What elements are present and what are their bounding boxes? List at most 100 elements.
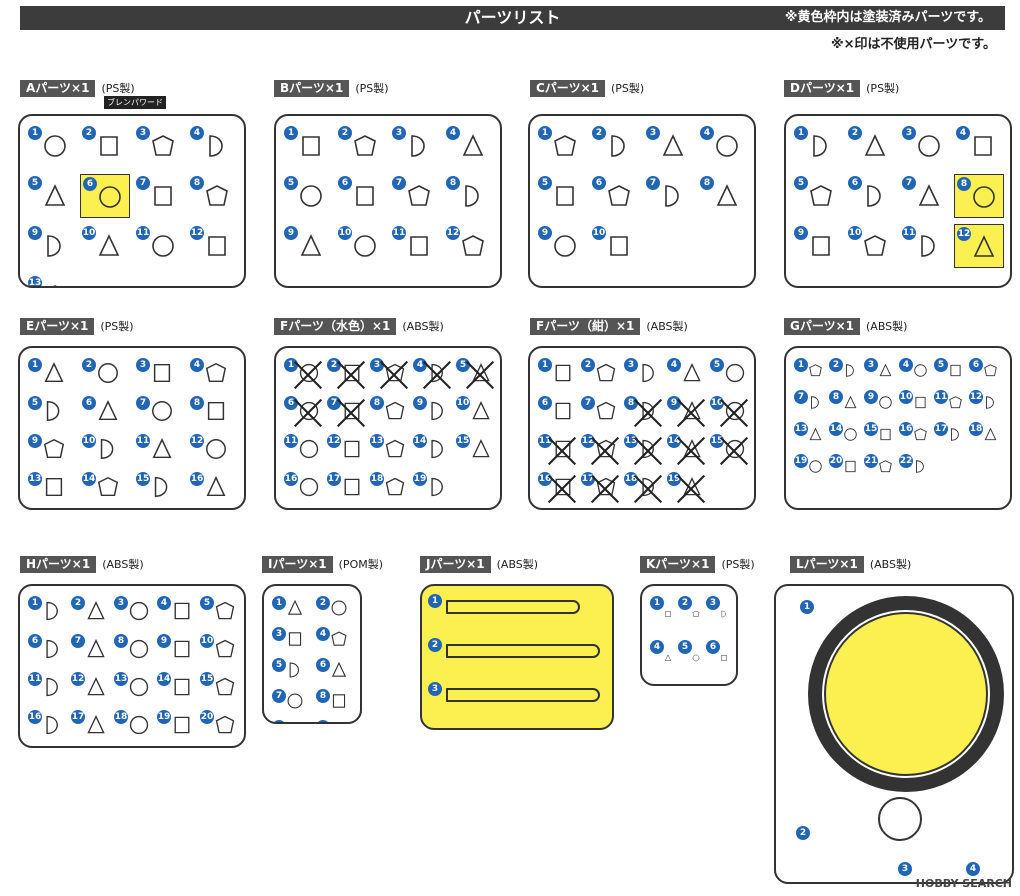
sprue-part: 12 bbox=[444, 224, 494, 268]
part-number: 1 bbox=[428, 594, 442, 608]
sprue-part: 2 bbox=[336, 124, 386, 168]
sprue-part: 9 bbox=[665, 394, 706, 428]
sprue-part: 14 bbox=[155, 670, 195, 704]
sprue-part: 9 bbox=[411, 394, 451, 428]
part-number: 4 bbox=[190, 126, 204, 140]
unused-cross-icon bbox=[590, 436, 620, 466]
sprue-part: 4 bbox=[954, 124, 1004, 168]
part-shape-icon bbox=[918, 135, 940, 157]
part-number: 18 bbox=[370, 472, 384, 486]
sprue-material: (ABS製) bbox=[866, 320, 908, 333]
part-number: 12 bbox=[190, 434, 204, 448]
part-number: 2 bbox=[592, 126, 606, 140]
sprue-part: 2 bbox=[314, 594, 354, 622]
part-shape-icon bbox=[462, 134, 484, 156]
sprue-part: 18 bbox=[368, 470, 408, 504]
part-shape-icon bbox=[809, 363, 822, 376]
part-shape-icon bbox=[385, 363, 405, 382]
part-number: 19 bbox=[667, 472, 681, 486]
part-shape-icon bbox=[984, 427, 997, 440]
sprue-part: 12 bbox=[579, 432, 620, 466]
sprue-name: Fパーツ（水色）×1 bbox=[274, 318, 397, 335]
part-shape-icon bbox=[287, 693, 303, 709]
part-shape-icon bbox=[44, 184, 66, 206]
sprue-part: 4 bbox=[155, 594, 195, 628]
part-number: 2 bbox=[428, 638, 442, 652]
part-number: 9 bbox=[284, 226, 298, 240]
sprue-part: 7 bbox=[644, 174, 694, 218]
part-shape-icon bbox=[98, 234, 120, 256]
sprue-part: 3 bbox=[900, 124, 950, 168]
sprue-part: 11 bbox=[134, 224, 184, 268]
sprue-part: 20 bbox=[198, 708, 238, 742]
part-number: 12 bbox=[327, 434, 341, 448]
part-number: 6 bbox=[706, 640, 720, 654]
part-number: 6 bbox=[592, 176, 606, 190]
sprue-part: 4 bbox=[188, 124, 238, 168]
part-number: 7 bbox=[392, 176, 406, 190]
part-shape-icon bbox=[692, 654, 700, 662]
unused-cross-icon bbox=[293, 360, 323, 390]
part-shape-icon bbox=[662, 134, 684, 156]
part-shape-icon bbox=[973, 186, 995, 208]
part-number: 15 bbox=[864, 422, 878, 436]
part-shape-icon bbox=[98, 400, 118, 421]
unused-cross-icon bbox=[590, 474, 620, 504]
part-number: 2 bbox=[82, 126, 96, 140]
sprue-part: 6 bbox=[846, 174, 896, 218]
part-number: 10 bbox=[200, 634, 214, 648]
sprue-part: 9 bbox=[862, 388, 895, 416]
sprue-part: 8 bbox=[314, 687, 354, 715]
part-shape-icon bbox=[215, 601, 235, 620]
part-number: 11 bbox=[136, 434, 150, 448]
part-shape-icon bbox=[154, 477, 168, 497]
part-number: 4 bbox=[899, 358, 913, 372]
part-shape-icon bbox=[129, 677, 149, 697]
part-shape-icon bbox=[215, 677, 235, 696]
part-number: 5 bbox=[28, 396, 42, 410]
part-number: 2 bbox=[848, 126, 862, 140]
part-shape-icon bbox=[152, 401, 172, 421]
part-shape-icon bbox=[431, 401, 443, 421]
sprue-part: 16 bbox=[26, 708, 66, 742]
sprue-part: 4 bbox=[314, 625, 354, 653]
sprue-part: 10 bbox=[198, 632, 238, 666]
unused-cross-icon bbox=[676, 474, 706, 504]
part-number: 17 bbox=[934, 422, 948, 436]
part-shape-icon bbox=[809, 427, 822, 440]
part-shape-icon bbox=[209, 135, 223, 157]
sprue-part: 21 bbox=[862, 452, 895, 480]
sprue-part: 17 bbox=[69, 708, 109, 742]
sprue-part: 3 bbox=[368, 356, 409, 390]
part-number: 13 bbox=[624, 434, 638, 448]
part-shape-icon bbox=[725, 363, 745, 383]
part-shape-icon bbox=[174, 716, 190, 734]
part-shape-icon bbox=[344, 364, 360, 382]
sprue-part: 18 bbox=[622, 470, 663, 504]
part-number: 1 bbox=[28, 358, 42, 372]
part-number: 1 bbox=[794, 126, 808, 140]
sprue-part: 1 bbox=[26, 124, 76, 168]
sprue-part: 5 bbox=[932, 356, 965, 384]
part-number: 10 bbox=[848, 226, 862, 240]
part-shape-icon bbox=[215, 715, 235, 734]
sprue-part: 2 bbox=[590, 124, 640, 168]
sprue-part: 12 bbox=[954, 224, 1004, 268]
part-shape-icon bbox=[206, 476, 226, 497]
sprue-part: 11 bbox=[134, 432, 184, 466]
sprue-name: Cパーツ×1 bbox=[530, 80, 605, 97]
part-number: 2 bbox=[316, 596, 330, 610]
part-shape-icon bbox=[129, 601, 149, 621]
sprue-label: Iパーツ×1(POM製) bbox=[262, 556, 383, 573]
sprue-material: (POM製) bbox=[338, 558, 384, 571]
part-shape-icon bbox=[47, 235, 61, 257]
part-number: 2 bbox=[829, 358, 843, 372]
sprue-part: 1 bbox=[792, 356, 825, 384]
part-number: 1 bbox=[800, 600, 814, 614]
part-shape-icon bbox=[596, 401, 616, 420]
sprue-part: 3 bbox=[622, 356, 662, 390]
part-number: 12 bbox=[969, 390, 983, 404]
part-number: 15 bbox=[710, 434, 724, 448]
sprue-part: 2 bbox=[325, 356, 366, 390]
